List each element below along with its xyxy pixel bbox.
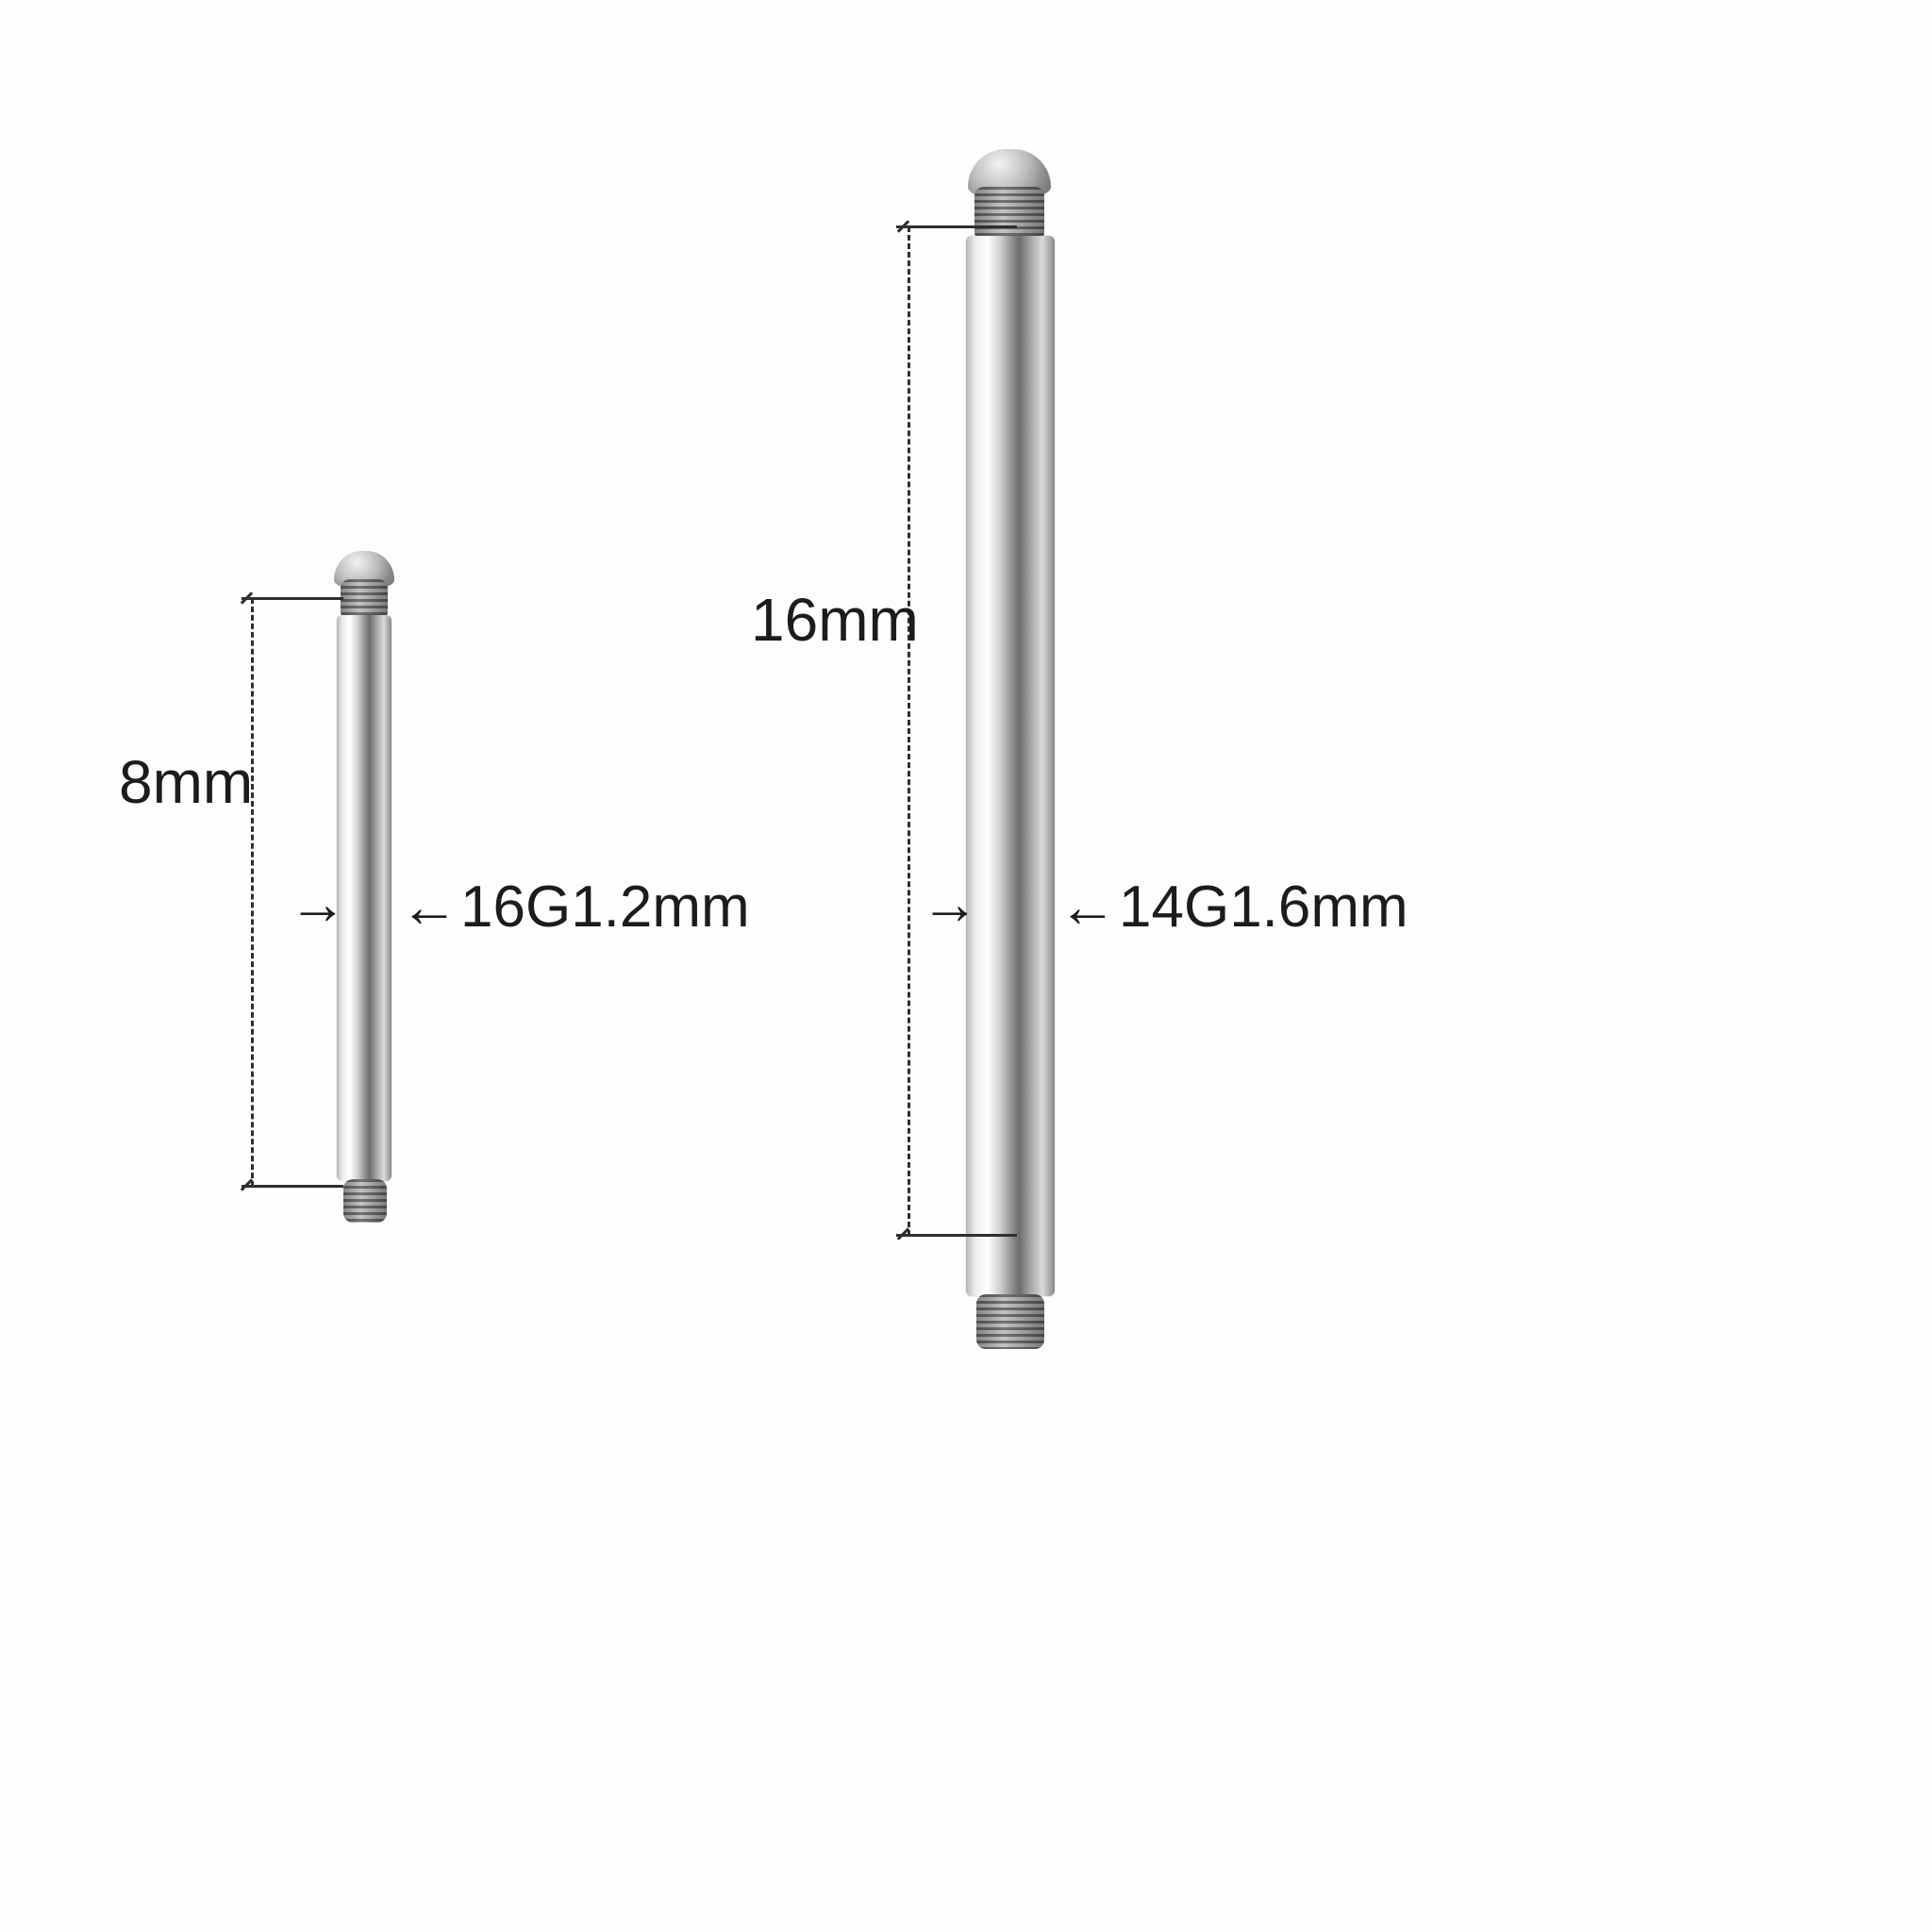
large-barbell-gauge-row: ← 14G1.6mm bbox=[1058, 874, 1408, 941]
large-barbell-gauge-label: 14G1.6mm bbox=[1119, 874, 1408, 940]
large-barbell-dimension-cap-bottom bbox=[896, 1234, 1017, 1237]
small-barbell-shaft bbox=[337, 615, 391, 1181]
small-barbell-length-label: 8mm bbox=[119, 748, 254, 816]
large-barbell-threads-bottom-icon bbox=[976, 1294, 1044, 1349]
small-barbell-dimension-cap-bottom bbox=[242, 1185, 343, 1188]
large-barbell-gauge-arrow-left-icon: ← bbox=[1058, 874, 1117, 940]
large-barbell-dimension-cap-top bbox=[896, 225, 1017, 228]
small-barbell-gauge-arrow-left-icon: ← bbox=[400, 874, 458, 940]
small-barbell-dimension-line bbox=[251, 598, 254, 1187]
small-barbell-dimension-cap-top bbox=[242, 597, 343, 600]
small-barbell-gauge-label: 16G1.2mm bbox=[460, 874, 750, 940]
small-barbell-threads-top-icon bbox=[341, 579, 388, 621]
large-barbell-dimension-line bbox=[908, 226, 910, 1236]
large-barbell-shaft bbox=[966, 236, 1055, 1296]
large-barbell-gauge-arrow-right-icon: → bbox=[921, 872, 979, 937]
large-barbell-threads-top-icon bbox=[974, 187, 1044, 242]
large-barbell-length-label: 16mm bbox=[751, 586, 919, 654]
small-barbell-threads-bottom-icon bbox=[343, 1179, 387, 1223]
small-barbell-gauge-arrow-right-icon: → bbox=[289, 872, 347, 937]
small-barbell-gauge-row: ← 16G1.2mm bbox=[400, 874, 750, 941]
